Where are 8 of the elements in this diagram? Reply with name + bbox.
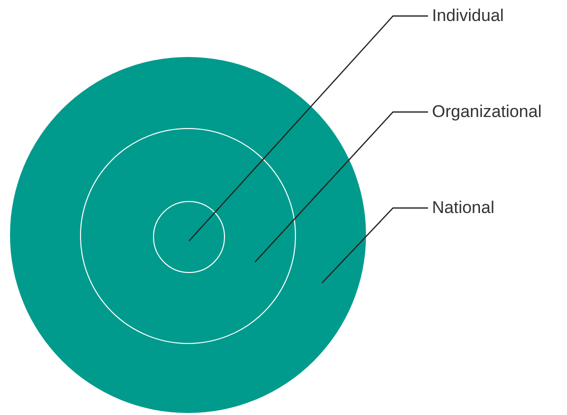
level-label: Organizational bbox=[432, 102, 542, 122]
level-label: Individual bbox=[432, 6, 504, 26]
leader-line bbox=[254, 111, 428, 262]
leader-line bbox=[188, 15, 428, 242]
inner-ring bbox=[153, 201, 225, 273]
leader-line bbox=[322, 207, 428, 284]
level-label: National bbox=[432, 198, 494, 218]
middle-ring bbox=[80, 128, 296, 344]
